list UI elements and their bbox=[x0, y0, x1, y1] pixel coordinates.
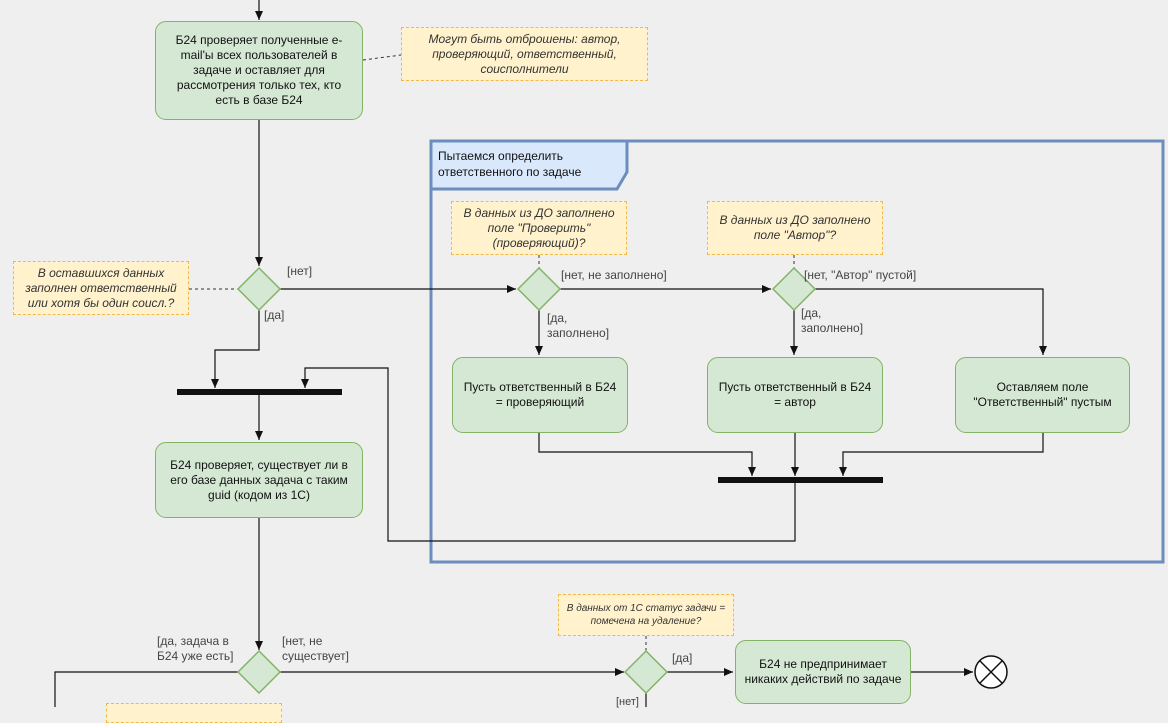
note-partial-bottom bbox=[106, 703, 282, 723]
guard-net-not-exists: [нет, не существует] bbox=[282, 634, 349, 663]
guard-da-task-exists: [да, задача в Б24 уже есть] bbox=[157, 634, 234, 663]
decision-author bbox=[771, 266, 817, 312]
action-resp-author: Пусть ответственный в Б24 = автор bbox=[707, 357, 883, 433]
decision-remaining bbox=[236, 266, 282, 312]
guard-da-filled-checker: [да, заполнено] bbox=[547, 311, 610, 340]
guard-net-author-empty: [нет, "Автор" пустой] bbox=[804, 268, 917, 282]
activity-diagram-canvas bbox=[54, 0, 1165, 707]
edge-checker-to-join bbox=[538, 433, 756, 476]
note-author-filled: В данных из ДО заполнено поле "Автор"? bbox=[707, 201, 883, 255]
guard-net-status: [нет] bbox=[616, 696, 639, 708]
note-dropped: Могут быть отброшены: автор, проверяющий… bbox=[401, 27, 648, 81]
guard-da-filled-author: [да, заполнено] bbox=[801, 306, 864, 335]
edge-join-back bbox=[301, 367, 796, 542]
action-check-guid: Б24 проверяет, существует ли в его базе … bbox=[155, 442, 363, 518]
action-leave-empty: Оставляем поле "Ответственный" пустым bbox=[955, 357, 1130, 433]
action-check-emails: Б24 проверяет полученные e-mail'ы всех п… bbox=[155, 21, 363, 120]
note-status-deleted: В данных от 1С статус задачи = помечена … bbox=[558, 594, 734, 636]
responsible-frame-title-tab bbox=[429, 139, 629, 191]
guard-net-not-filled: [нет, не заполнено] bbox=[561, 268, 667, 282]
edge-empty-to-join bbox=[839, 433, 1044, 476]
fork-bar bbox=[177, 389, 342, 395]
guard-da-status: [да] bbox=[672, 651, 693, 665]
action-resp-checker: Пусть ответственный в Б24 = проверяющий bbox=[452, 357, 628, 433]
responsible-frame bbox=[429, 139, 1165, 564]
action-no-action: Б24 не предпринимает никаких действий по… bbox=[735, 640, 911, 704]
decision-checker bbox=[516, 266, 562, 312]
decision-status bbox=[623, 649, 669, 695]
note-checker-filled: В данных из ДО заполнено поле "Проверить… bbox=[451, 201, 627, 255]
edge-decision1-da bbox=[211, 310, 260, 388]
frame-title: Пытаемся определить ответственного по за… bbox=[438, 149, 582, 179]
edge-guid-da bbox=[54, 671, 239, 707]
edge-author-net bbox=[814, 288, 1047, 355]
join-bar bbox=[718, 477, 883, 483]
decision-task-exists bbox=[236, 649, 282, 695]
note-link-dropped bbox=[362, 54, 402, 61]
final-node-icon bbox=[974, 655, 1008, 689]
guard-da: [да] bbox=[264, 308, 285, 322]
guard-net: [нет] bbox=[287, 264, 313, 278]
note-remaining: В оставшихся данных заполнен ответственн… bbox=[13, 261, 189, 315]
